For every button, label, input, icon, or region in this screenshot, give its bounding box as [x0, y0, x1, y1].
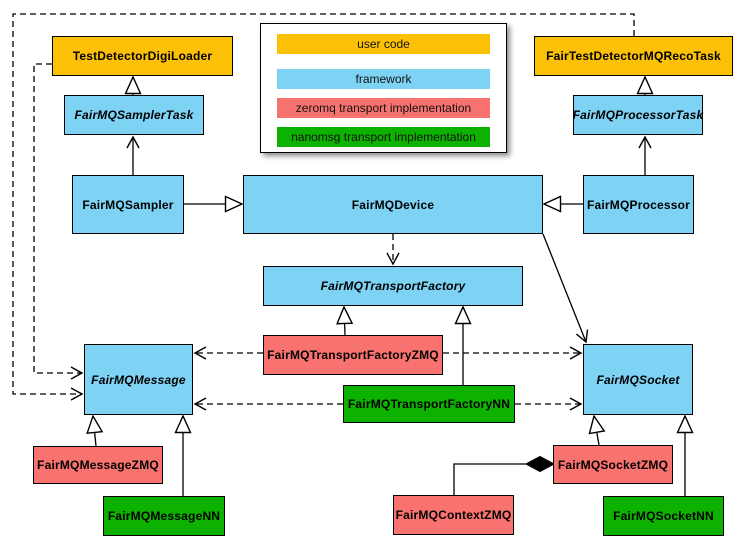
node-fairmqprocessor: FairMQProcessor	[583, 175, 694, 234]
node-fairmqtransportfactoryzmq: FairMQTransportFactoryZMQ	[263, 335, 443, 375]
node-label: FairMQSampler	[82, 197, 174, 212]
node-label: FairMQProcessor	[586, 197, 691, 212]
node-label: FairMQContextZMQ	[395, 508, 512, 522]
node-fairmqmessagezmq: FairMQMessageZMQ	[33, 446, 163, 484]
node-label: FairMQTransportFactory	[320, 279, 466, 293]
edge-ctxzmq-to-sockzmq	[453, 463, 527, 495]
legend-label: zeromq transport implementation	[295, 101, 472, 115]
node-label: FairMQTransportFactoryNN	[347, 397, 511, 411]
edge-factzmq-to-factory	[336, 305, 354, 336]
node-fairmqmessage: FairMQMessage	[84, 344, 193, 415]
node-label: FairMQProcessorTask	[572, 108, 704, 122]
edge-recotask-to-message-dashed	[12, 13, 635, 401]
node-fairmqsamplertask: FairMQSamplerTask	[64, 95, 204, 135]
node-fairmqcontextzmq: FairMQContextZMQ	[393, 495, 514, 535]
node-label: TestDetectorDigiLoader	[72, 49, 213, 63]
node-fairmqtransportfactory: FairMQTransportFactory	[263, 266, 523, 306]
edge-sockzmq-to-socket	[588, 414, 606, 446]
legend-item-user-code: user code	[277, 34, 490, 54]
node-label: FairMQMessageZMQ	[37, 458, 159, 472]
composition-diamond-icon	[524, 455, 556, 473]
node-fairmqmessagenn: FairMQMessageNN	[103, 496, 225, 536]
legend-label: nanomsg transport implementation	[291, 130, 476, 144]
node-label: FairMQSocketNN	[613, 509, 714, 523]
node-fairmqsocketzmq: FairMQSocketZMQ	[553, 445, 673, 484]
edge-device-to-socket	[542, 233, 589, 344]
node-fairmqsampler: FairMQSampler	[72, 175, 184, 234]
node-label: FairMQDevice	[351, 197, 435, 212]
node-label: FairMQTransportFactoryZMQ	[267, 348, 439, 362]
node-label: FairMQSocket	[596, 372, 680, 387]
node-fairtestdetectormqrecotask: FairTestDetectorMQRecoTask	[534, 36, 733, 76]
legend-item-framework: framework	[277, 69, 490, 89]
legend: user code framework zeromq transport imp…	[260, 23, 507, 153]
legend-label: framework	[355, 72, 412, 86]
node-fairmqsocket: FairMQSocket	[583, 344, 693, 415]
node-fairmqdevice: FairMQDevice	[243, 175, 543, 234]
edge-msgzmq-to-message	[86, 414, 104, 447]
node-fairmqsocketnn: FairMQSocketNN	[603, 496, 724, 536]
node-label: FairMQMessageNN	[107, 509, 221, 523]
node-label: FairMQSocketZMQ	[557, 457, 669, 472]
node-fairmqprocessortask: FairMQProcessorTask	[573, 95, 703, 135]
node-testdetectordigiloader: TestDetectorDigiLoader	[52, 36, 233, 76]
node-label: FairTestDetectorMQRecoTask	[546, 49, 721, 63]
edge-digiloader-to-message-dashed	[33, 63, 84, 380]
legend-label: user code	[357, 37, 410, 51]
legend-item-zeromq: zeromq transport implementation	[277, 98, 490, 118]
node-label: FairMQMessage	[91, 372, 186, 387]
node-label: FairMQSamplerTask	[74, 108, 194, 122]
legend-item-nanomsg: nanomsg transport implementation	[277, 127, 490, 147]
node-fairmqtransportfactorynn: FairMQTransportFactoryNN	[343, 385, 515, 423]
